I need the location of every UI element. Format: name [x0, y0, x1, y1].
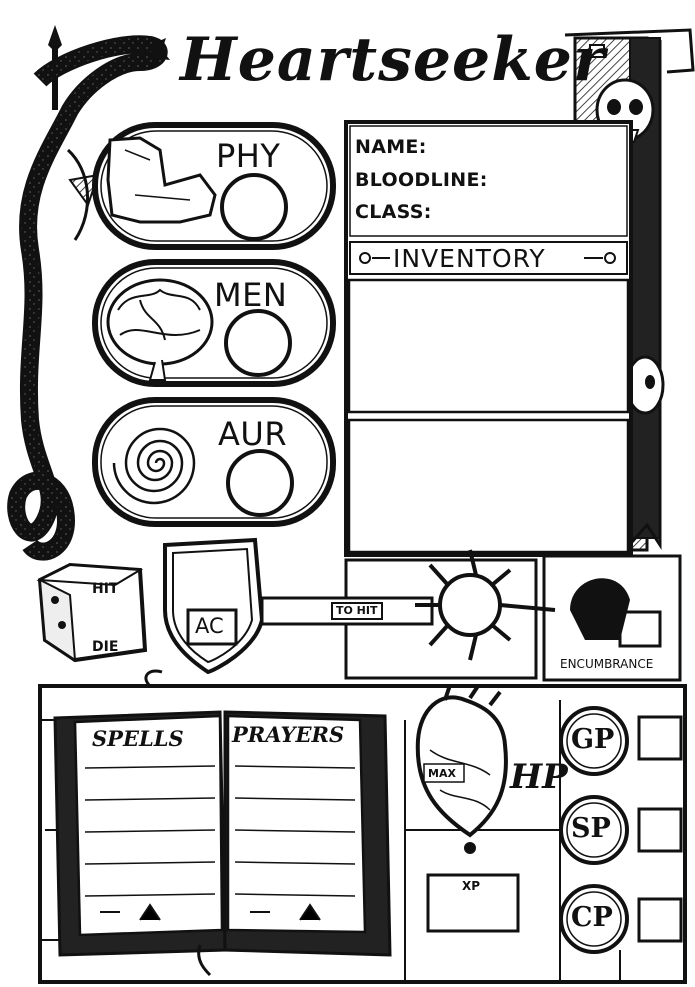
- cp-label: CP: [571, 902, 613, 933]
- character-panel: [344, 120, 633, 557]
- bloodline-field[interactable]: [500, 168, 622, 194]
- coin-track: [559, 706, 683, 954]
- combat-row: [36, 537, 682, 682]
- name-field[interactable]: [432, 136, 622, 162]
- aur-value-circle[interactable]: [228, 451, 292, 515]
- ac-label: AC: [195, 614, 224, 638]
- stat-label-men: MEN: [214, 276, 288, 314]
- to-hit-field[interactable]: [350, 630, 530, 674]
- inventory-slot-1[interactable]: [351, 282, 626, 410]
- gp-field[interactable]: [641, 719, 679, 757]
- inventory-label: INVENTORY: [393, 244, 546, 273]
- hit-die-field[interactable]: [70, 596, 130, 636]
- gp-label: GP: [571, 724, 615, 755]
- spellbook-icon: [53, 710, 392, 977]
- to-hit-label: TO HIT: [336, 604, 378, 617]
- stat-label-aur: AUR: [218, 415, 288, 453]
- phy-value-circle[interactable]: [222, 175, 286, 239]
- hp-label: HP: [510, 757, 568, 797]
- hit-die-label-top: HIT: [92, 581, 119, 597]
- xp-field[interactable]: [430, 895, 516, 929]
- brain-icon: [106, 278, 214, 381]
- cp-field[interactable]: [641, 901, 679, 939]
- name-label: NAME:: [355, 136, 427, 158]
- max-hp-label: MAX: [428, 767, 456, 780]
- prayers-list[interactable]: [232, 755, 360, 905]
- heart-icon: [415, 684, 520, 933]
- men-value-circle[interactable]: [226, 311, 290, 375]
- class-label: CLASS:: [355, 201, 432, 223]
- bloodline-label: BLOODLINE:: [355, 169, 488, 191]
- spells-list[interactable]: [80, 755, 220, 905]
- inventory-slot-2[interactable]: [351, 422, 626, 550]
- xp-label: XP: [462, 879, 481, 893]
- class-field[interactable]: [434, 201, 622, 227]
- sheet-title: Heartseeker: [180, 25, 606, 95]
- sp-field[interactable]: [641, 811, 679, 849]
- prayers-label: PRAYERS: [232, 722, 345, 747]
- sp-label: SP: [571, 813, 611, 844]
- encumbrance-label: ENCUMBRANCE: [560, 657, 654, 671]
- hit-die-label-bottom: DIE: [92, 639, 119, 655]
- muscle-arm-icon: [106, 136, 217, 224]
- spells-label: SPELLS: [92, 726, 184, 751]
- max-hp-field[interactable]: [424, 784, 504, 824]
- encumbrance-field[interactable]: [620, 612, 660, 646]
- spiral-icon: [112, 427, 196, 505]
- stat-label-phy: PHY: [216, 137, 281, 175]
- serpent-staff: [7, 25, 170, 561]
- ac-field[interactable]: [188, 560, 248, 606]
